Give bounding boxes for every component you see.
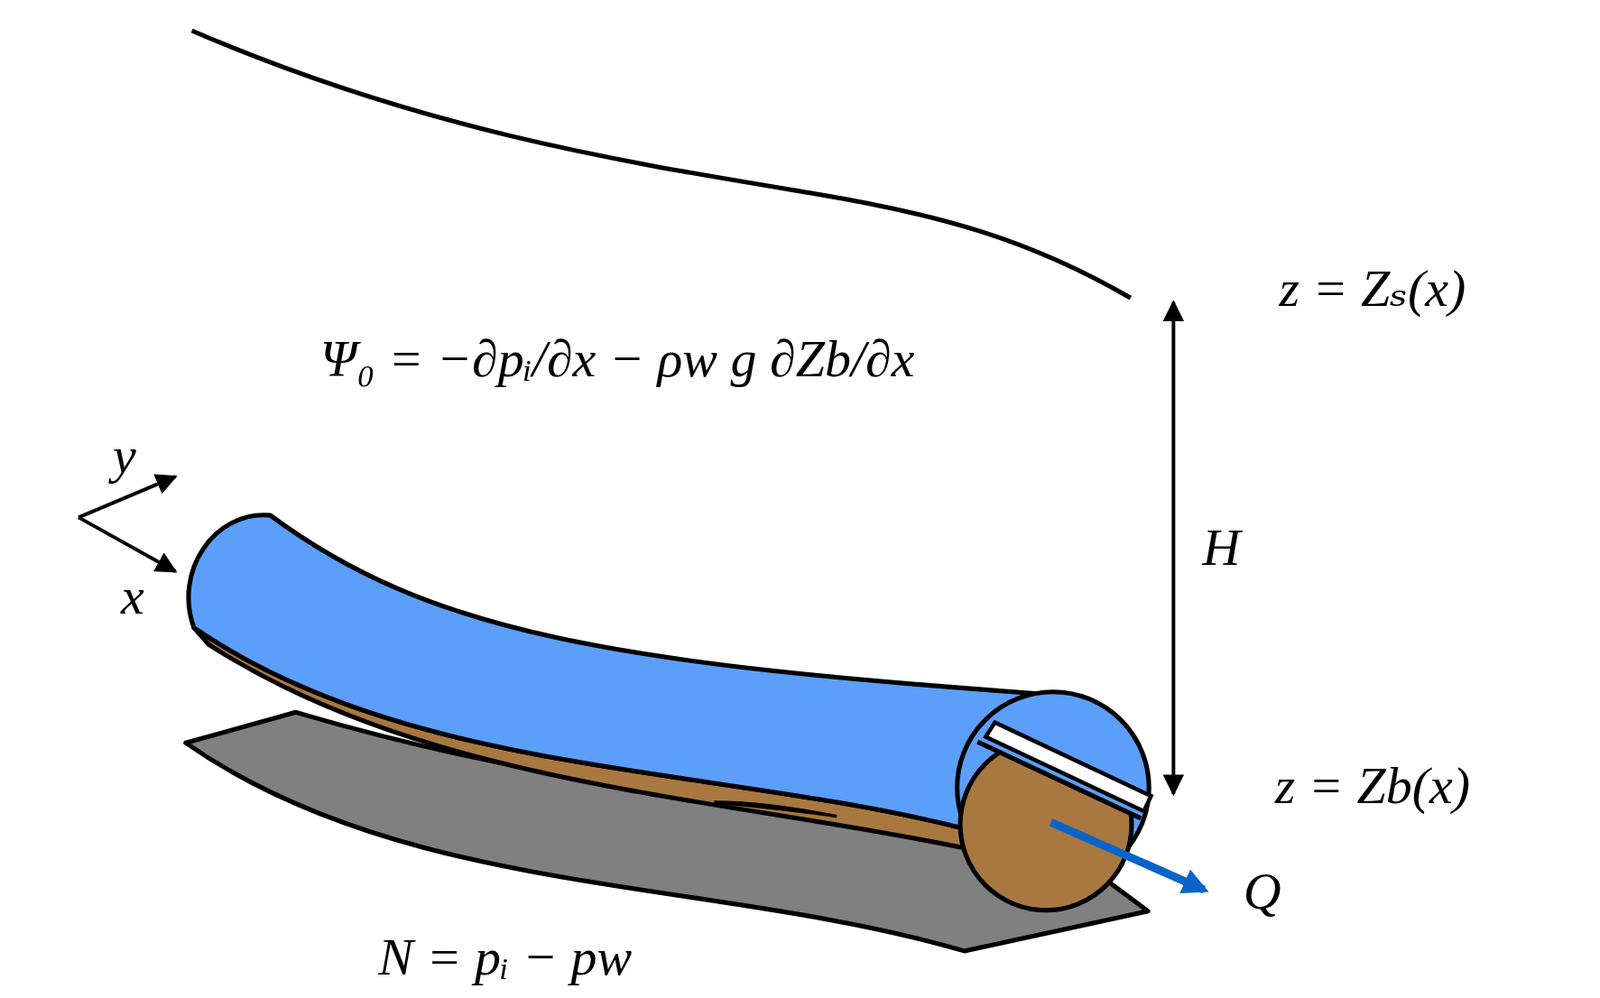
surface-label: z = Zₛ(x) (1278, 259, 1466, 318)
thickness-arrow (1171, 302, 1175, 795)
thickness-label: H (1202, 518, 1241, 577)
discharge-arrow (1051, 822, 1205, 890)
effective-pressure-label: N = pᵢ − pw (378, 928, 632, 987)
gradient-formula: Ψ₀ = −∂pᵢ/∂x − ρw g ∂Zb/∂x (320, 330, 916, 389)
bed-label: z = Zb(x) (1275, 757, 1471, 815)
x-axis (78, 517, 176, 572)
discharge-label: Q (1243, 862, 1282, 921)
sediment-shadow (714, 802, 838, 817)
axis-label: x (120, 568, 145, 627)
water-gap (985, 722, 1151, 812)
ice-surface (192, 30, 1131, 298)
channel-body (188, 515, 1062, 829)
axis-label: y (112, 427, 137, 486)
